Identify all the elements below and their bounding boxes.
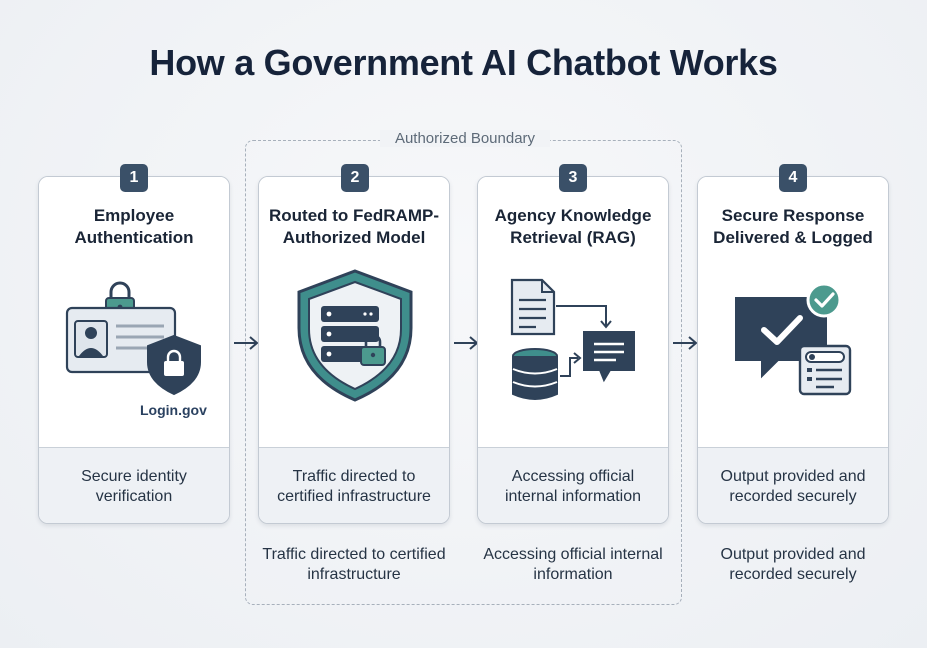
step-description: Output provided and recorded securely: [720, 468, 866, 505]
step-heading: Employee Authentication: [74, 206, 194, 247]
database-icon: [512, 348, 558, 400]
login-gov-label: Login.gov: [140, 402, 207, 418]
step-description: Accessing official internal information: [504, 468, 642, 505]
below-caption-2: Traffic directed to certified infrastruc…: [262, 546, 446, 583]
id-card-icon: [65, 281, 201, 396]
step-number-badge: 1: [120, 164, 148, 192]
chat-bubble-icon: [583, 331, 635, 383]
step-heading: Secure Response Delivered & Logged: [713, 206, 873, 247]
arrow-right-icon: [454, 336, 479, 350]
page-title: How a Government AI Chatbot Works: [149, 42, 778, 83]
step-heading: Agency Knowledge Retrieval (RAG): [494, 206, 652, 247]
card-bottom: [698, 447, 888, 523]
step-number-badge: 3: [559, 164, 587, 192]
step-heading: Routed to FedRAMP-Authorized Model: [269, 206, 439, 247]
padlock-icon: [360, 333, 386, 366]
document-icon: [510, 278, 556, 336]
retrieval-icon-group: [510, 278, 635, 400]
arrow-right-icon: [673, 336, 698, 350]
check-circle-icon: [806, 282, 842, 318]
below-caption-4: Output provided and recorded securely: [720, 546, 866, 583]
card-bottom: [478, 447, 668, 523]
step-description: Traffic directed to certified infrastruc…: [277, 468, 431, 505]
card-top: [478, 177, 668, 447]
card-bottom: [259, 447, 449, 523]
step-card-3: Agency Knowledge Retrieval (RAG) Accessi…: [477, 176, 669, 524]
arrow-right-icon: [234, 336, 259, 350]
step-card-2: Routed to FedRAMP-Authorized Model Traff…: [258, 176, 450, 524]
log-document-icon: [798, 344, 852, 396]
step-number-badge: 4: [779, 164, 807, 192]
card-bottom: [39, 447, 229, 523]
shield-icon: [297, 269, 413, 402]
shield-lock-icon: [147, 334, 201, 396]
chat-check-icon: [735, 282, 852, 396]
boundary-label: Authorized Boundary: [380, 130, 550, 147]
step-description: Secure identity verification: [81, 468, 187, 505]
below-caption-3: Accessing official internal information: [483, 546, 663, 583]
step-number-badge: 2: [341, 164, 369, 192]
